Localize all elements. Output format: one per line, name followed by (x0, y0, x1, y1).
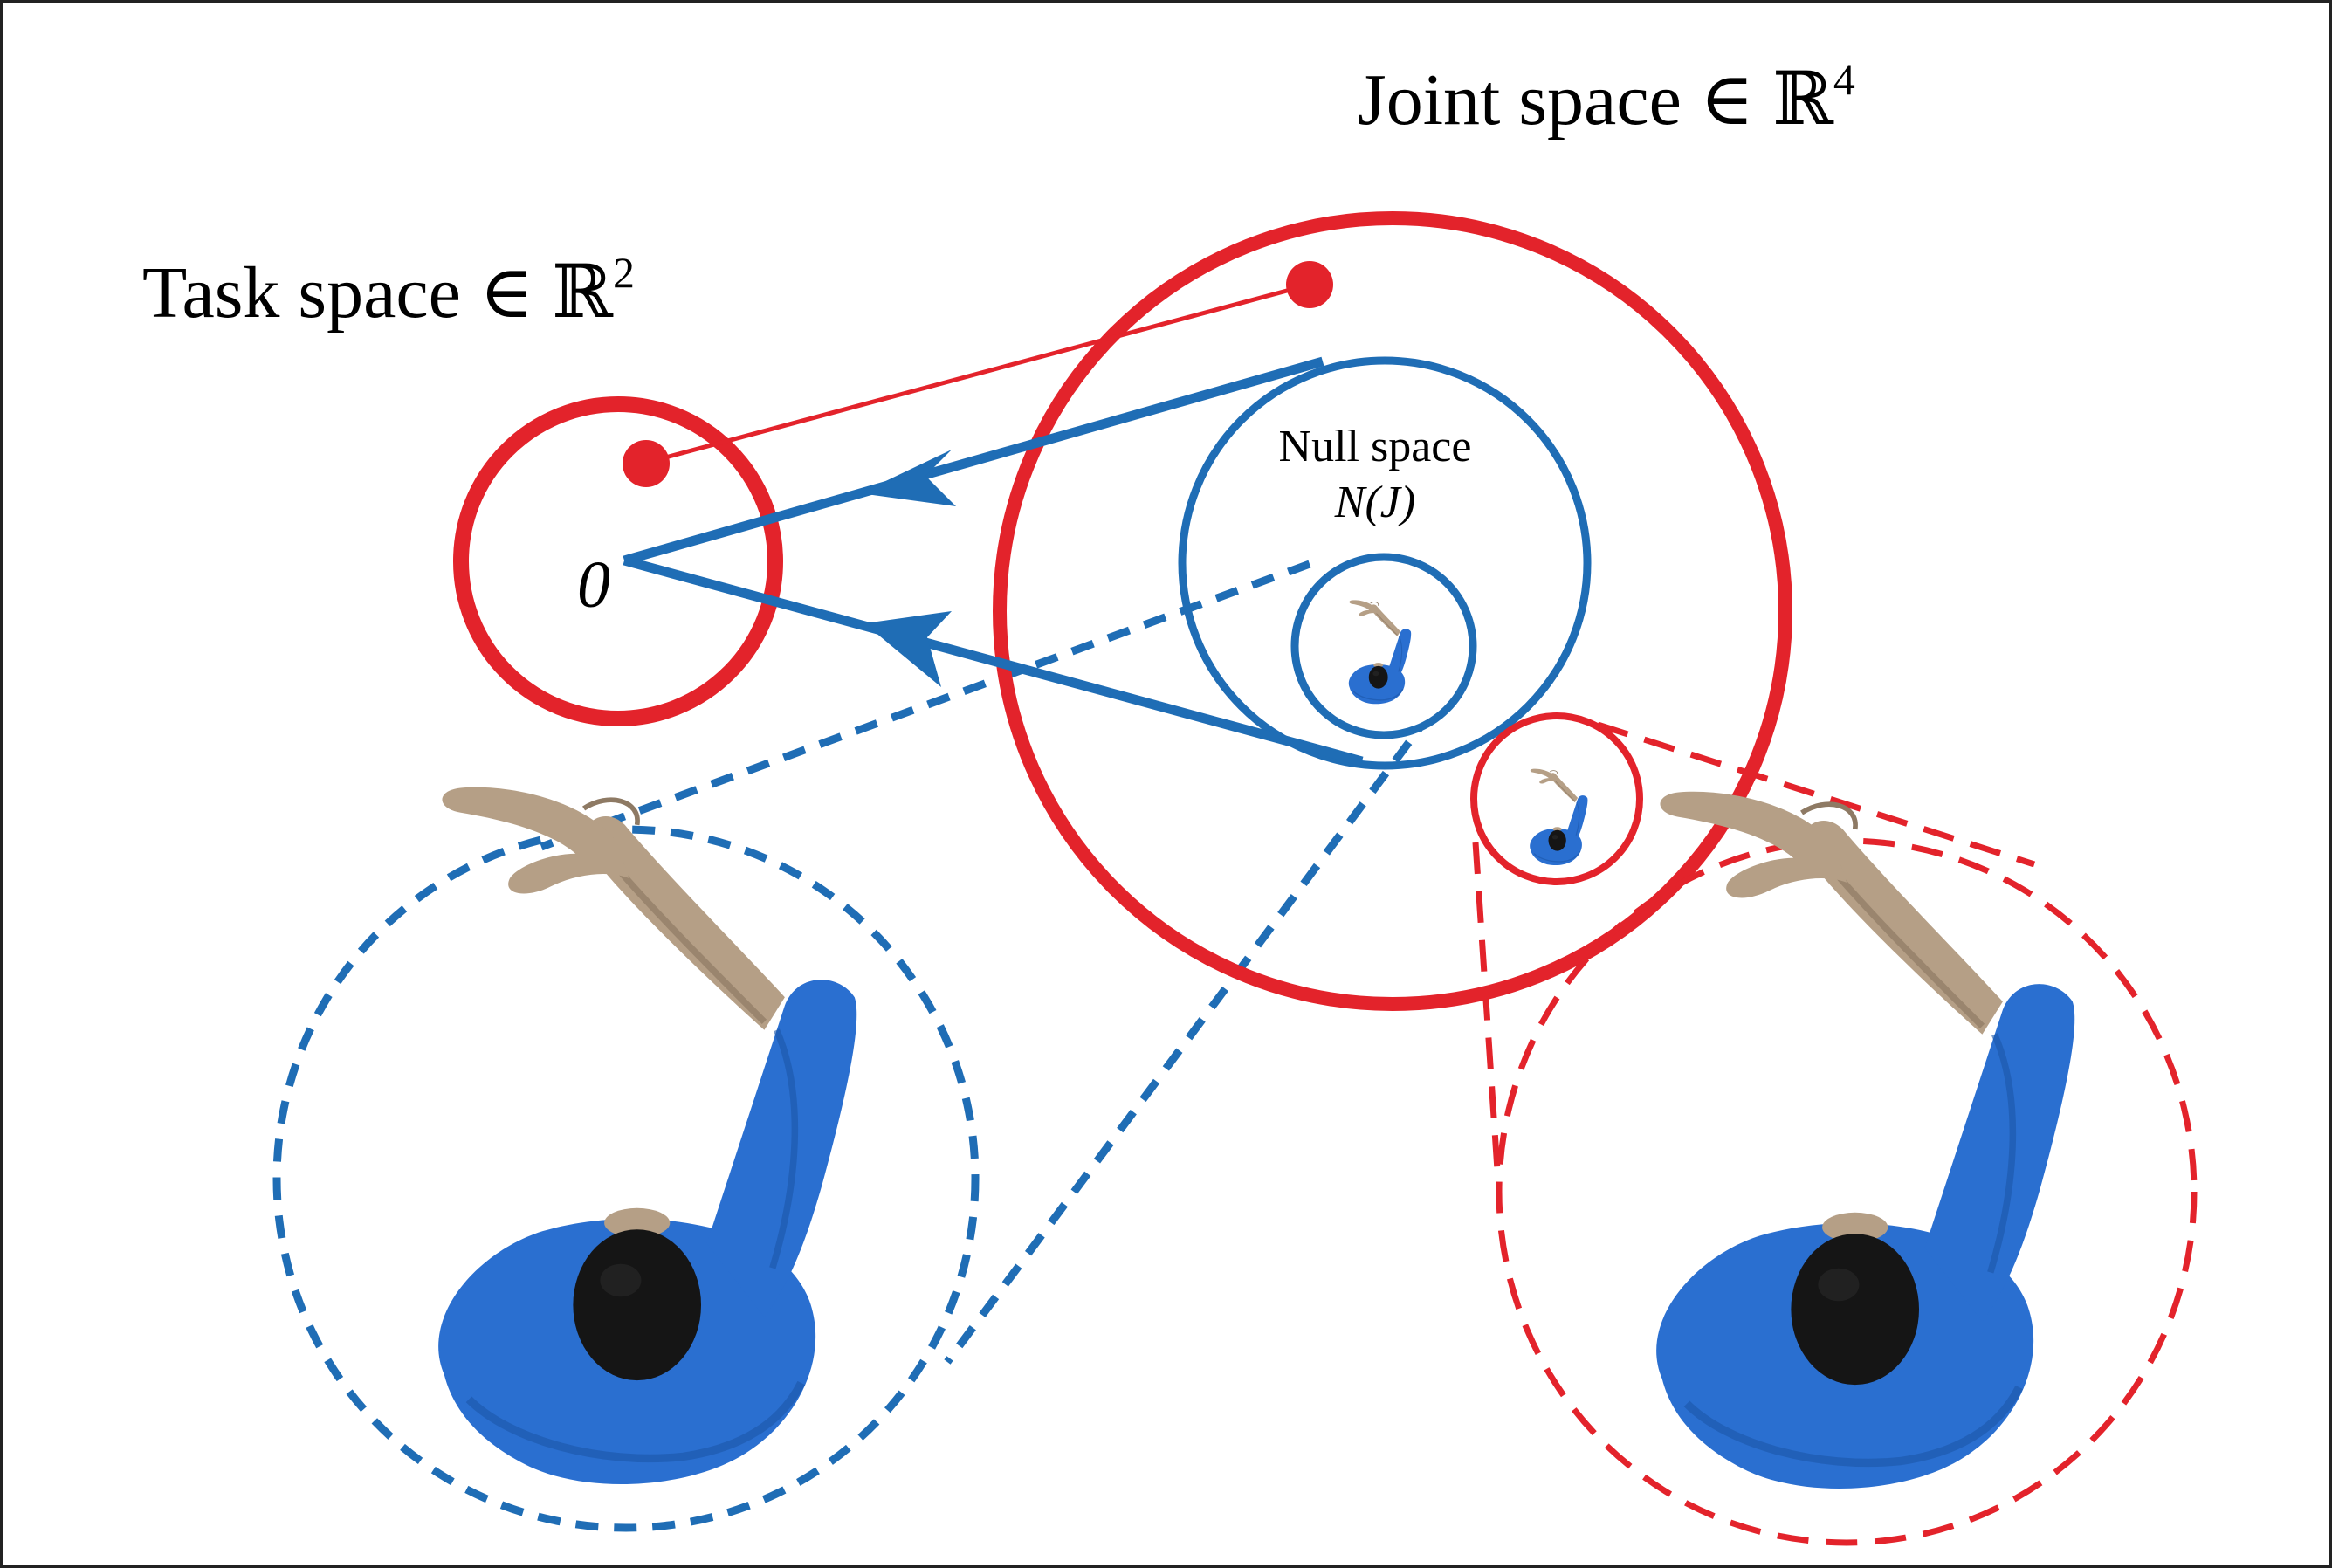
joint-space-point (1286, 261, 1333, 308)
blue-connector-bottom (944, 709, 1435, 1365)
blue-connector-top (540, 560, 1311, 851)
null-space-circle (1178, 356, 1592, 770)
red-mapping-line (645, 282, 1310, 465)
task-space-label: Task space ∈ ℝ2 (142, 248, 635, 334)
blue-zoom-connectors (540, 560, 1435, 1365)
small-red-circle (1470, 712, 1643, 885)
zoom-red-figure (1656, 792, 2074, 1489)
null-space-inner-circle (1290, 553, 1477, 739)
joint-space-circle (993, 211, 1792, 1011)
zoom-blue-figure (438, 787, 856, 1484)
red-zoom-connectors (1472, 721, 2036, 1171)
lower-arrow-line (623, 555, 1364, 767)
red-zoom-circle (1496, 837, 2198, 1546)
upper-arrow-line (623, 356, 1324, 566)
task-space-point (623, 440, 670, 487)
task-space-circle (453, 396, 783, 726)
blue-zoom-circle (272, 825, 980, 1532)
blue-arrows (623, 356, 1364, 767)
joint-space-label: Joint space ∈ ℝ4 (1358, 55, 1855, 141)
lower-arrow-head (864, 611, 952, 687)
null-space-symbol: N(J) (1334, 478, 1415, 527)
red-connector-bottom (1472, 842, 1501, 1171)
upper-arrow-head (860, 450, 956, 506)
red-connector-top (1596, 721, 2036, 868)
null-space-label: Null space (1279, 422, 1472, 471)
origin-label: 0 (577, 548, 610, 622)
